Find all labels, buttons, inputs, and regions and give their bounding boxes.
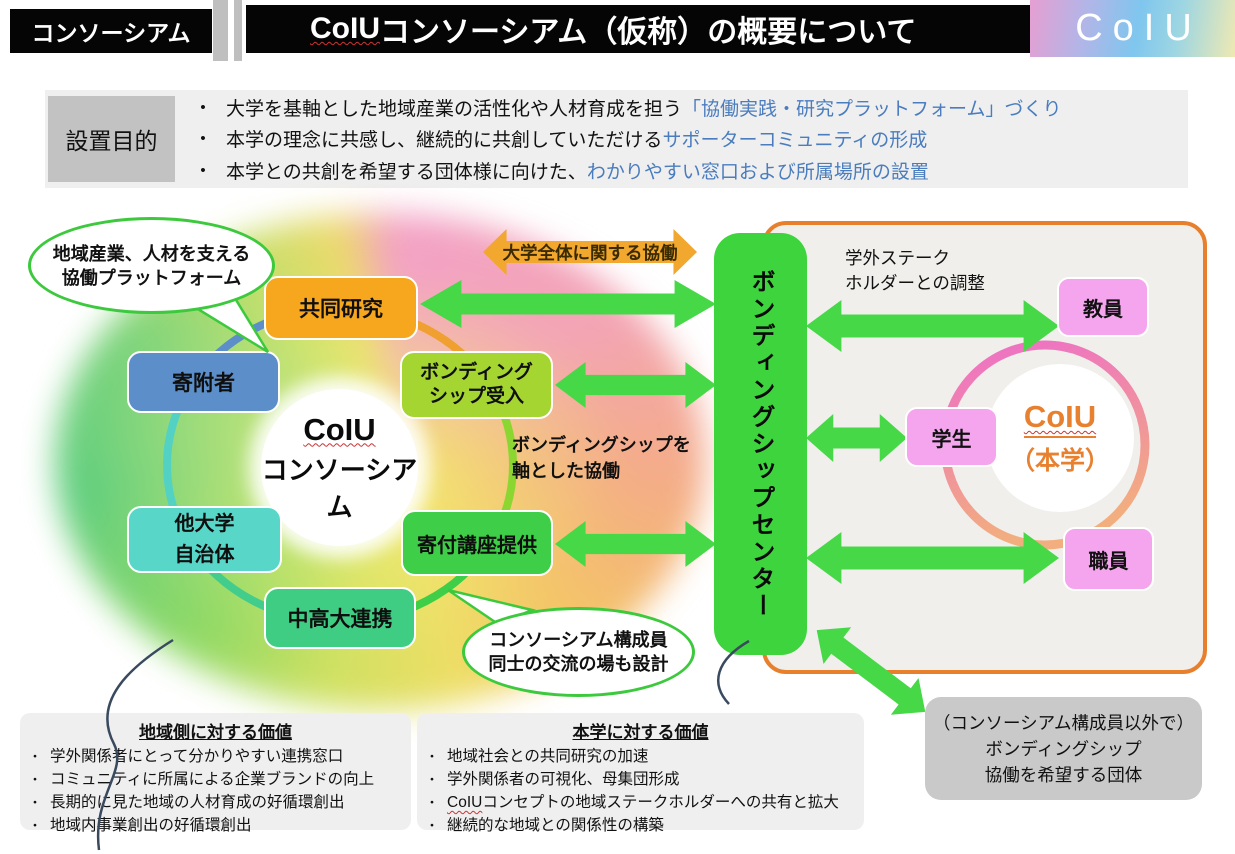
bubble-line: 同士の交流の場も設計	[488, 654, 669, 674]
stakeholder-note: 学外ステーク ホルダーとの調整	[845, 246, 985, 296]
bubble-line: 地域産業、人材を支える	[52, 243, 251, 264]
purpose-bullet-list: 大学を基軸とした地域産業の活性化や人材育成を担う「協働実践・研究プラットフォーム…	[180, 92, 1185, 186]
stakeholder-note-line: 学外ステーク	[845, 248, 950, 268]
page-title-rest: コンソーシアム（仮称）の概要について	[380, 16, 917, 49]
node-label: 自治体	[174, 543, 235, 566]
page-title-coiu: CoIU	[310, 12, 380, 45]
squiggle-line	[717, 639, 750, 705]
node-label: 中高大連携	[287, 608, 393, 631]
bonding-axis-label: ボンディングシップを 軸とした協働	[512, 432, 691, 484]
node-label: 寄付講座提供	[417, 534, 537, 557]
value-item-text: 学外関係者にとって分かりやすい連携窓口	[50, 748, 344, 765]
bondingship-center-label: ボンディングシップセンター	[747, 268, 774, 620]
external-group-line: ボンディングシップ	[985, 738, 1142, 759]
value-item: コミュニティに所属による企業ブランドの向上	[20, 768, 411, 791]
bonding-axis-line: ボンディングシップを	[512, 435, 691, 455]
bullet-text-highlight: わかりやすい窓口および所属場所の設置	[586, 161, 929, 183]
node-label: 共同研究	[299, 298, 383, 321]
exchange-speech-bubble: コンソーシアム構成員 同士の交流の場も設計	[462, 607, 695, 697]
bonding-axis-line: 軸とした協働	[512, 461, 620, 481]
value-item-text: 長期的に見た地域の人材育成の好循環創出	[50, 794, 345, 811]
header-divider-bar	[234, 0, 242, 61]
external-group-line: 協働を希望する団体	[984, 764, 1143, 785]
regional-value-title: 地域側に対する価値	[139, 723, 292, 742]
member-label: 職員	[1088, 550, 1129, 573]
node-label: ボンディング	[420, 362, 533, 383]
member-student: 学生	[905, 407, 998, 467]
node-bondingship-accept: ボンディング シップ受入	[400, 351, 553, 419]
external-group-line: （コンソーシアム構成員以外で）	[933, 712, 1194, 733]
bubble-line: コンソーシアム構成員	[489, 630, 668, 650]
external-group-box: （コンソーシアム構成員以外で） ボンディングシップ 協働を希望する団体	[925, 697, 1202, 800]
member-staff: 職員	[1063, 527, 1154, 591]
value-item: 地域社会との共同研究の加速	[417, 745, 864, 768]
member-label: 教員	[1083, 298, 1123, 321]
header-tab: コンソーシアム	[10, 9, 212, 53]
consortium-name-en: CoIU	[303, 411, 376, 447]
purpose-bullet: 大学を基軸とした地域産業の活性化や人材育成を担う「協働実践・研究プラットフォーム…	[180, 94, 1185, 121]
value-item-text: 継続的な地域との関係性の構築	[447, 817, 664, 834]
purpose-label: 設置目的	[48, 96, 175, 182]
node-donors: 寄附者	[127, 351, 280, 413]
university-center: CoIU （本学）	[986, 364, 1134, 512]
university-value-box: 本学に対する価値 地域社会との共同研究の加速 学外関係者の可視化、母集団形成 C…	[417, 713, 864, 834]
squiggle-line	[96, 638, 174, 851]
platform-speech-bubble: 地域産業、人材を支える 協働プラットフォーム	[28, 217, 275, 314]
node-label: 他大学	[174, 512, 235, 535]
header-tab-label: コンソーシアム	[31, 20, 191, 46]
node-school-collaboration: 中高大連携	[264, 587, 416, 649]
stakeholder-note-line: ホルダーとの調整	[845, 273, 985, 293]
bullet-text-highlight: 「協働実践・研究プラットフォーム」づくり	[682, 99, 1062, 121]
member-faculty: 教員	[1057, 277, 1149, 337]
bubble-line: 協働プラットフォーム	[61, 267, 242, 288]
value-item: 学外関係者にとって分かりやすい連携窓口	[20, 745, 411, 768]
value-item: 継続的な地域との関係性の構築	[417, 814, 864, 837]
bondingship-center-bar: ボンディングシップセンター	[714, 233, 807, 655]
value-item-wavy: CoIU	[447, 794, 483, 811]
header-divider-bar	[213, 0, 228, 61]
university-value-title: 本学に対する価値	[572, 723, 709, 742]
bullet-text: 本学との共創を希望する団体様に向けた、	[226, 161, 587, 183]
university-name-en: CoIU	[1023, 399, 1097, 438]
value-item-text: コミュニティに所属による企業ブランドの向上	[50, 771, 375, 788]
value-item: 学外関係者の可視化、母集団形成	[417, 768, 864, 791]
bullet-text: 大学を基軸とした地域産業の活性化や人材育成を担う	[226, 99, 683, 121]
node-other-universities: 他大学 自治体	[127, 506, 282, 573]
node-label: 寄附者	[172, 372, 235, 395]
value-item-text: コンセプトの地域ステークホルダーへの共有と拡大	[482, 794, 839, 811]
bullet-text: 本学の理念に共感し、継続的に共創していただける	[226, 130, 663, 152]
purpose-bullet: 本学との共創を希望する団体様に向けた、わかりやすい窓口および所属場所の設置	[180, 157, 1185, 184]
value-item-text: 学外関係者の可視化、母集団形成	[447, 771, 680, 788]
consortium-name-jp: コンソーシアム	[261, 454, 418, 522]
bullet-text-highlight: サポーターコミュニティの形成	[662, 130, 928, 152]
node-donated-course: 寄付講座提供	[401, 510, 553, 576]
value-item-text: 地域社会との共同研究の加速	[447, 748, 649, 765]
purpose-label-text: 設置目的	[65, 128, 158, 154]
coiu-logo-text: CoIU	[1075, 7, 1202, 49]
node-label: シップ受入	[428, 386, 524, 407]
university-name-jp: （本学）	[1009, 447, 1110, 475]
regional-value-box: 地域側に対する価値 学外関係者にとって分かりやすい連携窓口 コミュニティに所属に…	[20, 713, 411, 834]
coiu-logo: CoIU	[1030, 0, 1235, 57]
member-label: 学生	[931, 428, 972, 451]
node-joint-research: 共同研究	[264, 276, 418, 340]
yellow-arrow-label: 大学全体に関する協働	[502, 242, 678, 263]
value-item: 長期的に見た地域の人材育成の好循環創出	[20, 791, 411, 814]
consortium-center: CoIU コンソーシアム	[261, 389, 418, 546]
